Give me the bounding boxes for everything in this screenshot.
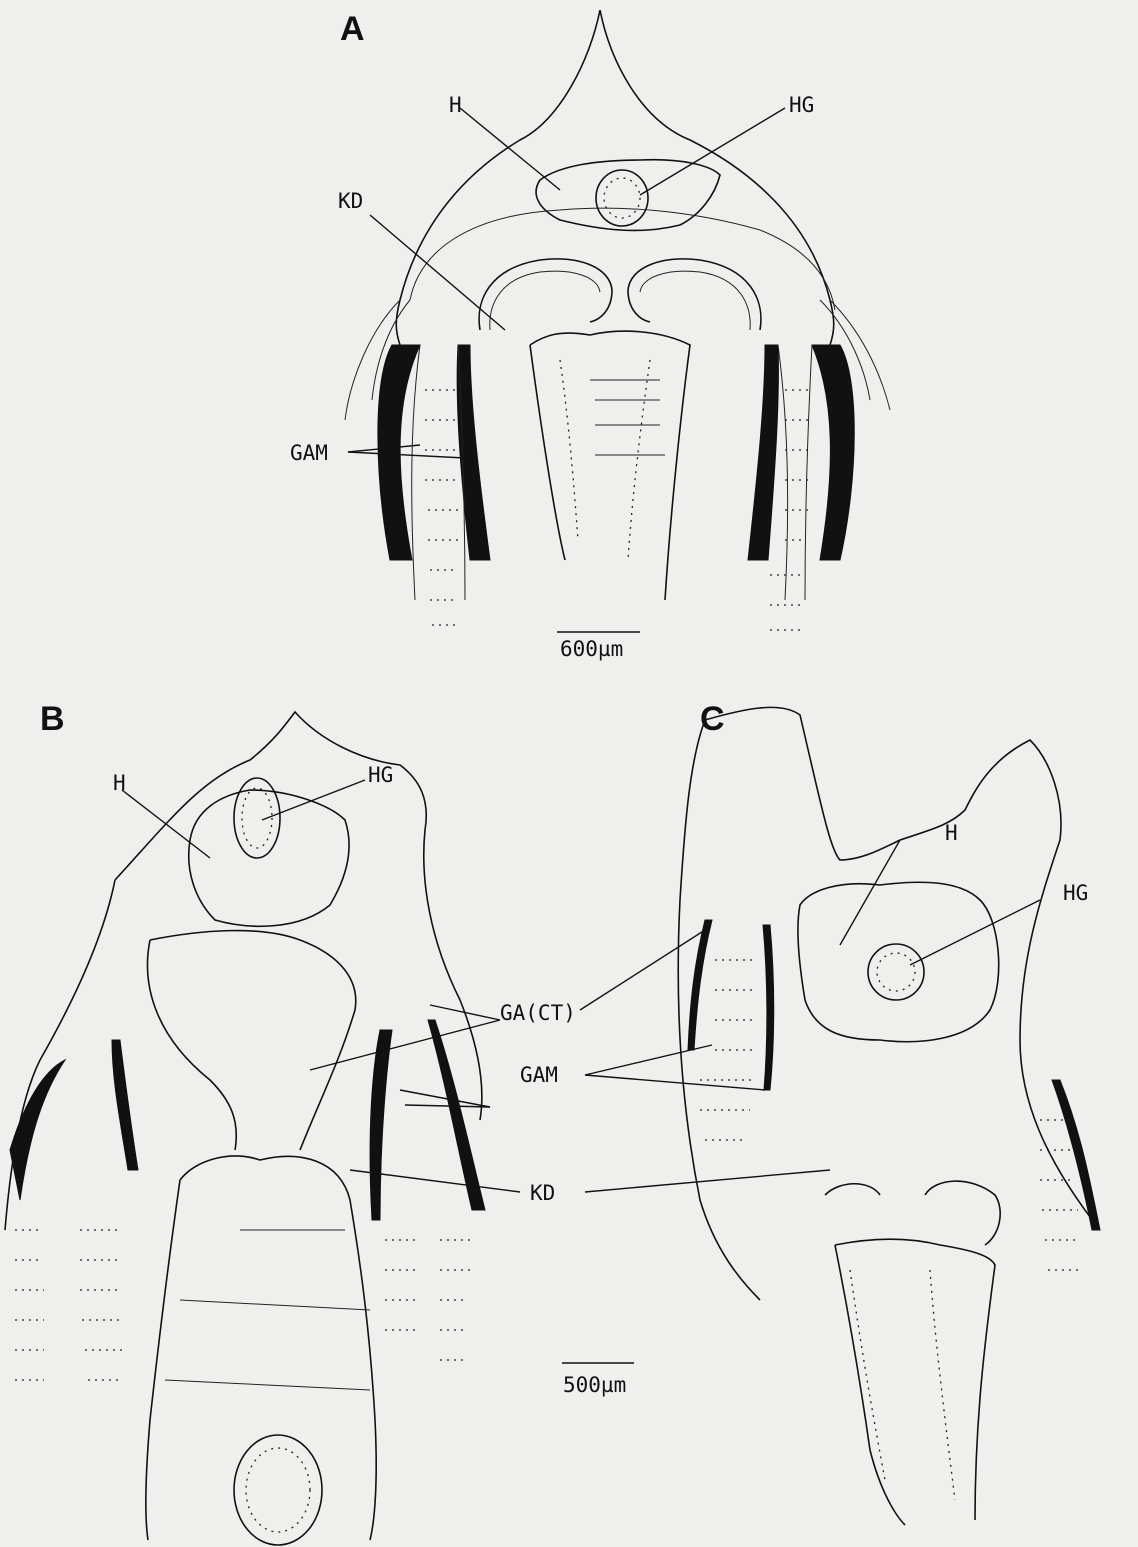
panel-a-label-gam: GAM [290,441,328,465]
panel-c: C H HG [580,700,1100,1525]
panel-b-kidney [146,1156,376,1540]
panel-b-gill-left-dark [10,1060,65,1200]
panel-a-label-kd: KD [338,189,363,213]
panel-a-body-column [530,331,690,600]
panel-b-head-outline [115,712,482,1120]
panel-c-kidney [825,1181,1000,1245]
panel-b-label-h: H [113,771,126,795]
panel-c-gill-left-dark [688,920,712,1050]
scale-label-bc: 500µm [563,1373,626,1397]
panel-b-gill-right-dark [370,1030,392,1220]
panel-a-scale-label: 600µm [560,637,623,661]
panel-c-gill-left [700,960,755,1140]
panel-a-gill-right-dark [812,345,854,560]
panel-b-gill-left [15,1230,122,1380]
panel-b-central-body [148,931,356,1150]
panel-a-label-hg: HG [789,93,814,117]
panel-c-heart [798,882,999,1041]
panel-b-label-hg: HG [368,763,393,787]
panel-b-label: B [40,700,65,738]
label-gam: GAM [520,1063,558,1087]
panel-c-label-hg: HG [1063,881,1088,905]
panel-c-label-h: H [945,821,958,845]
panel-a-gill-left-dark [378,345,420,560]
panel-b-gut-section [234,1435,322,1545]
panel-c-gill-right-dark [1052,1080,1100,1230]
panel-a-label: A [340,10,365,48]
shared-labels: GA(CT) GAM KD 500µm [500,1001,634,1397]
panel-b-gill-right [385,1240,470,1360]
panel-a-inner-outline [410,208,835,310]
panel-b-heart [189,790,349,926]
panel-a-head-outline [396,10,834,345]
panel-c-lower-body [835,1239,995,1525]
panel-c-head-outline [705,707,1100,1230]
panel-a-gill-right [778,345,812,600]
panel-c-label: C [700,700,725,738]
panel-a-label-h: H [449,93,462,117]
label-kd: KD [530,1181,555,1205]
label-ga-ct: GA(CT) [500,1001,576,1025]
panel-a: A H HG KD [290,10,890,661]
panel-b: B H HG [5,700,520,1545]
